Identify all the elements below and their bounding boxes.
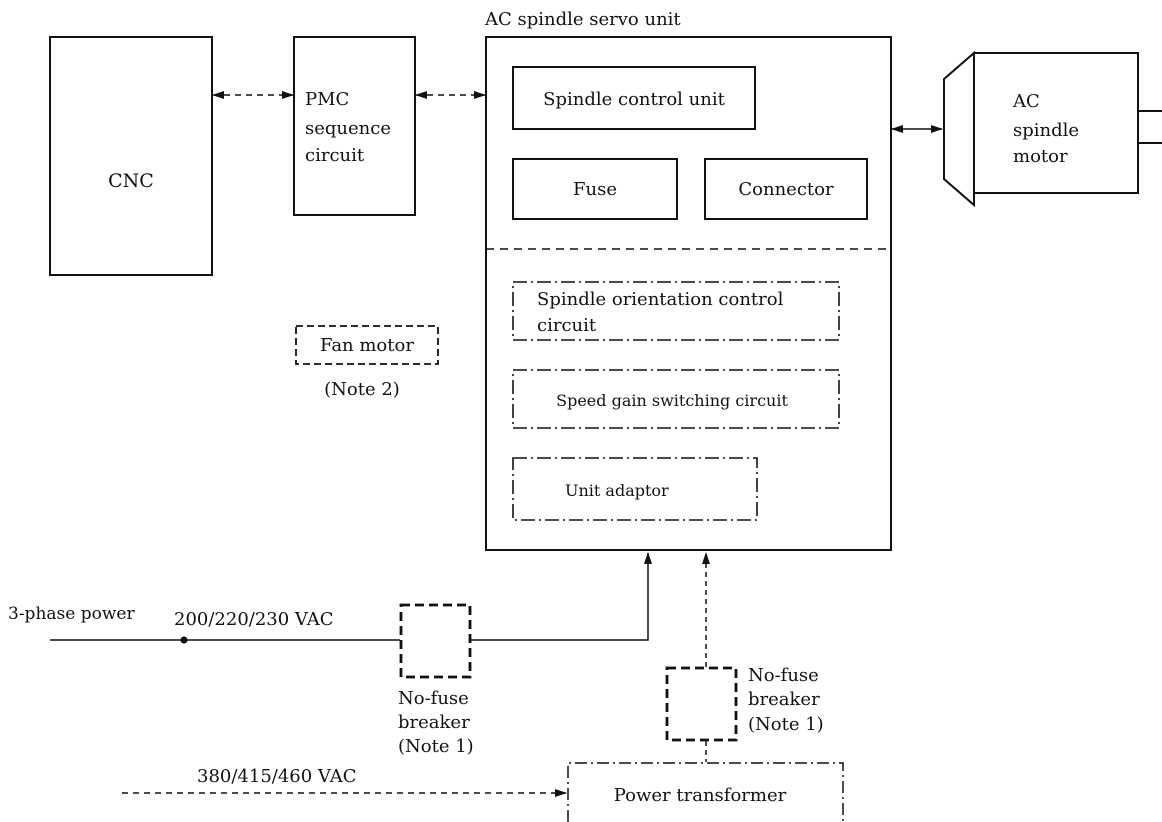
power-feed-line	[471, 552, 652, 641]
fan-motor-block: Fan motor (Note 2)	[295, 325, 439, 400]
breaker1-label-line1: No-fuse	[398, 688, 469, 709]
junction-dot	[180, 636, 188, 644]
connector-label: Connector	[738, 179, 834, 200]
motor-label-line2: spindle	[1013, 120, 1079, 141]
breaker2-label-line1: No-fuse	[748, 665, 819, 686]
orientation-label-line1: Spindle orientation control	[537, 289, 784, 310]
breaker1-label-line2: breaker	[398, 712, 470, 733]
breaker2-label-line3: (Note 1)	[748, 714, 824, 735]
spindle-control-unit-label: Spindle control unit	[543, 89, 725, 110]
speed-gain-box	[512, 369, 840, 429]
speed-gain-label: Speed gain switching circuit	[556, 391, 788, 410]
fan-motor-label: Fan motor	[320, 335, 414, 356]
pmc-label-line2: sequence	[305, 118, 391, 139]
spindle-control-unit-box	[512, 66, 756, 130]
pmc-label-line3: circuit	[305, 145, 365, 166]
orientation-label-line2: circuit	[537, 315, 597, 336]
power-transformer-label: Power transformer	[614, 785, 787, 806]
fuse-box	[512, 158, 678, 220]
breaker-1: No-fuse breaker (Note 1)	[398, 603, 474, 757]
breaker2-label-line2: breaker	[748, 689, 820, 710]
motor-label-line3: motor	[1013, 146, 1068, 167]
connector-box	[704, 158, 868, 220]
note2-label: (Note 2)	[324, 379, 400, 400]
vac-380-label: 380/415/460 VAC	[197, 766, 356, 787]
cnc-block: CNC	[49, 36, 213, 276]
servo-unit-block: AC spindle servo unit Spindle control un…	[484, 9, 892, 551]
motor-label-line1: AC	[1012, 91, 1040, 112]
vac-200-label: 200/220/230 VAC	[174, 609, 333, 630]
breaker-2: No-fuse breaker (Note 1)	[665, 665, 824, 742]
pmc-block: PMC sequence circuit	[293, 36, 416, 216]
orientation-circuit-box	[512, 281, 840, 341]
breaker1-label-line3: (Note 1)	[398, 736, 474, 757]
unit-adaptor-box	[512, 457, 758, 521]
three-phase-supply: 3-phase power 200/220/230 VAC	[8, 604, 400, 644]
ac-spindle-motor: AC spindle motor	[943, 50, 1162, 208]
unit-adaptor-label: Unit adaptor	[565, 481, 669, 500]
three-phase-label: 3-phase power	[8, 604, 135, 624]
cnc-label: CNC	[108, 170, 154, 192]
fuse-label: Fuse	[573, 179, 617, 200]
pmc-label-line1: PMC	[305, 89, 349, 110]
servo-unit-title: AC spindle servo unit	[484, 9, 681, 30]
power-transformer: Power transformer	[567, 762, 844, 822]
